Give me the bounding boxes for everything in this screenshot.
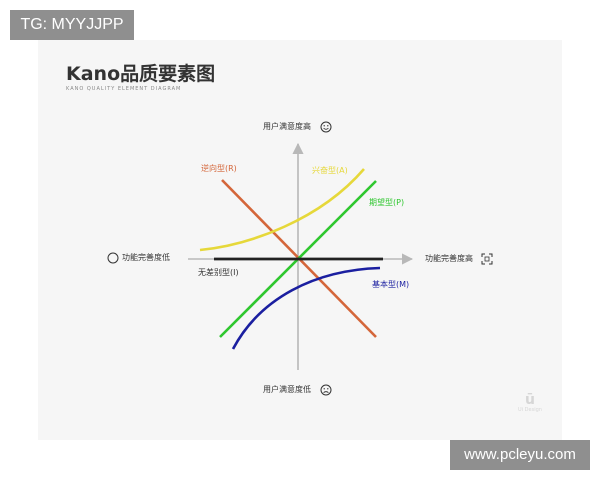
sad-face-icon	[320, 384, 332, 396]
label-reverse: 逆向型(R)	[201, 164, 237, 173]
label-attractive: 兴奋型(A)	[312, 166, 348, 175]
site-badge: www.pcleyu.com	[450, 440, 590, 470]
diagram-canvas	[38, 40, 562, 440]
diagram-subtitle: KANO QUALITY ELEMENT DIAGRAM	[66, 86, 182, 92]
watermark-logo: ū Ui Design	[516, 393, 544, 413]
label-performance: 期望型(P)	[369, 198, 405, 207]
tag-badge: TG: MYYJJPP	[10, 10, 134, 40]
y-axis-bottom-label: 用户满意度低	[263, 385, 311, 394]
circle-icon	[107, 252, 119, 264]
label-must-be: 基本型(M)	[372, 280, 410, 289]
diagram-title: Kano品质要素图	[66, 63, 216, 85]
watermark-text: Ui Design	[518, 407, 542, 413]
y-axis-top-label: 用户满意度高	[263, 122, 311, 131]
x-axis-right-label: 功能完善度高	[425, 254, 473, 263]
x-axis-left-label: 功能完善度低	[122, 253, 170, 262]
label-indifferent: 无差别型(I)	[198, 268, 239, 277]
smile-icon	[320, 121, 332, 133]
expand-icon	[481, 253, 493, 265]
curve-attractive	[199, 168, 365, 252]
curve-must-be	[231, 266, 381, 350]
